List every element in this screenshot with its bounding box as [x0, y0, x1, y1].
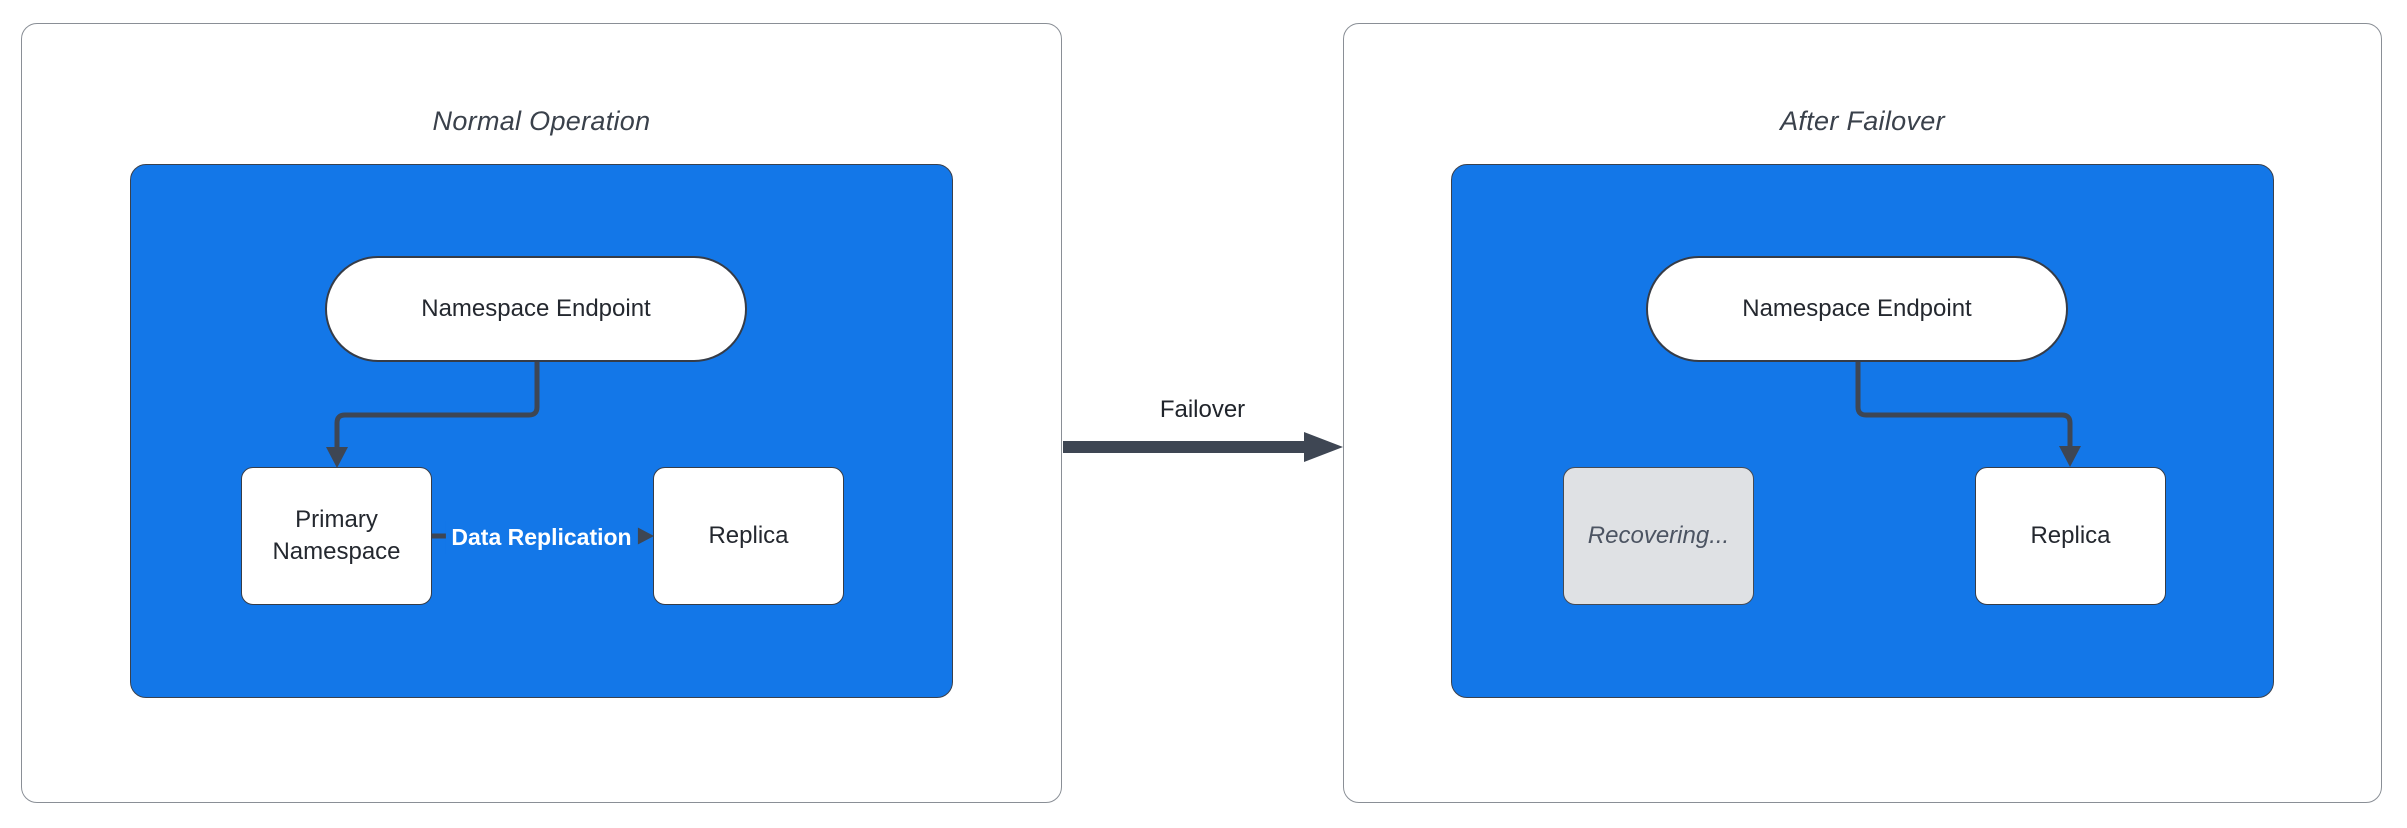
namespace-endpoint-label: Namespace Endpoint [1742, 294, 1972, 322]
replica-label: Replica [708, 521, 789, 549]
recovering-label: Recovering... [1587, 521, 1730, 549]
namespace-container: Namespace Endpoint Recovering... Replica [1451, 164, 2274, 698]
panel-normal-operation: Normal Operation Namespace Endpoint Prim… [21, 23, 1062, 803]
panel-after-failover: After Failover Namespace Endpoint Recove… [1343, 23, 2382, 803]
arrowhead-right-icon [1304, 432, 1343, 462]
arrowhead-down-icon [326, 447, 348, 468]
panel-title: After Failover [1780, 106, 1945, 136]
replica-node: Replica [1975, 467, 2166, 605]
namespace-endpoint-node: Namespace Endpoint [1646, 256, 2068, 362]
failover-arrow [1063, 432, 1343, 462]
replica-label: Replica [2030, 521, 2111, 549]
namespace-container: Namespace Endpoint Primary Namespace Rep… [130, 164, 953, 698]
primary-namespace-label: Primary Namespace [272, 505, 401, 565]
namespace-endpoint-node: Namespace Endpoint [325, 256, 747, 362]
endpoint-to-replica-connector [1855, 362, 2081, 467]
namespace-endpoint-label: Namespace Endpoint [421, 294, 651, 322]
arrowhead-right-icon [635, 526, 654, 546]
endpoint-to-primary-connector [326, 362, 654, 546]
primary-namespace-node: Primary Namespace [241, 467, 432, 605]
data-replication-arrow-label: Data Replication [445, 521, 638, 554]
arrowhead-down-icon [2059, 446, 2081, 467]
replica-node: Replica [653, 467, 844, 605]
panel-title: Normal Operation [432, 106, 651, 136]
failover-arrow-label: Failover [1159, 396, 1246, 423]
recovering-node: Recovering... [1563, 467, 1754, 605]
